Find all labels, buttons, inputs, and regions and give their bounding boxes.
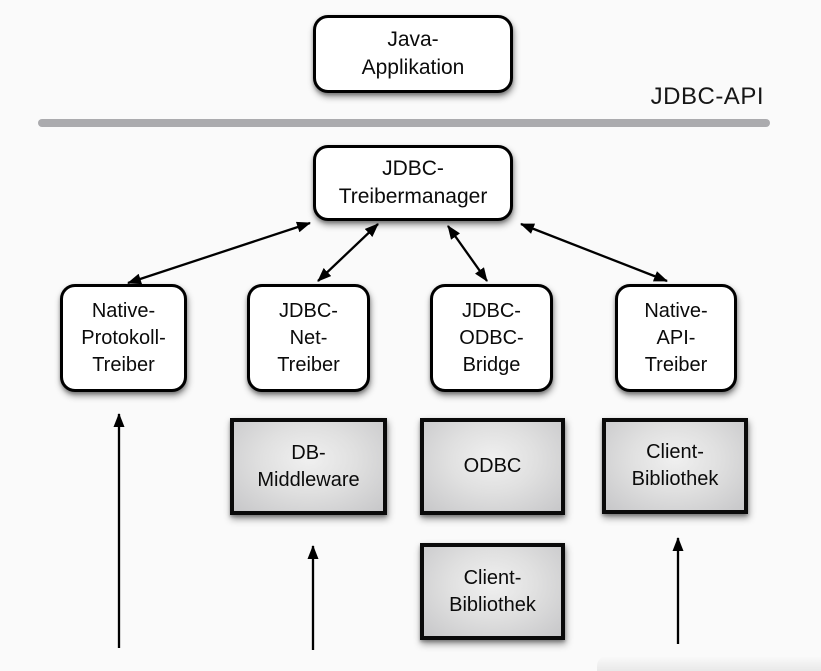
node-java-applikation: Java- Applikation	[313, 15, 513, 93]
jdbc-api-label: JDBC-API	[650, 83, 764, 110]
node-label-line: API-	[656, 326, 696, 349]
node-label-line: JDBC-	[462, 299, 521, 322]
node-label-line: Treiber	[277, 353, 340, 376]
node-label-line: Middleware	[257, 468, 360, 491]
node-native-protokoll-treiber: Native- Protokoll- Treiber	[60, 284, 187, 392]
arrow-treibermanager-to-jdbc-odbc	[447, 225, 488, 282]
node-jdbc-net-treiber: JDBC- Net- Treiber	[247, 284, 370, 392]
node-odbc: ODBC	[420, 418, 565, 515]
node-label-line: Client-	[646, 441, 704, 463]
node-native-api-treiber: Native- API- Treiber	[615, 284, 737, 392]
node-label-line: ODBC	[463, 455, 522, 477]
node-label-line: Treibermanager	[338, 185, 488, 208]
node-db-middleware: DB- Middleware	[230, 418, 387, 515]
node-label-line: Java-	[387, 28, 439, 51]
node-client-bibliothek-api: Client- Bibliothek	[602, 418, 748, 514]
arrow-treibermanager-to-jdbc-net	[317, 223, 379, 282]
node-label-line: Bibliothek	[631, 468, 719, 490]
node-client-bibliothek-odbc: Client- Bibliothek	[420, 543, 565, 640]
arrow-treibermanager-to-native-api	[520, 222, 668, 283]
node-label-line: Net-	[289, 326, 328, 349]
node-label-line: JDBC-	[279, 299, 338, 322]
arrow-treibermanager-to-native-protokoll	[127, 221, 311, 285]
node-jdbc-treibermanager: JDBC- Treibermanager	[313, 145, 513, 221]
node-label-line: Native-	[91, 299, 156, 322]
node-label-line: Applikation	[361, 56, 465, 79]
cutoff-box-shadow-hint	[597, 656, 821, 671]
node-jdbc-odbc-bridge: JDBC- ODBC- Bridge	[430, 284, 553, 392]
node-label-line: ODBC-	[459, 326, 524, 349]
node-label-line: Bridge	[462, 353, 521, 376]
node-label-line: Protokoll-	[81, 326, 166, 349]
node-label-line: DB-	[291, 441, 326, 464]
jdbc-api-divider-line	[38, 119, 770, 127]
node-label-line: JDBC-	[382, 157, 444, 180]
node-label-line: Treiber	[644, 353, 708, 376]
node-label-line: Treiber	[92, 353, 155, 376]
node-label-line: Native-	[644, 299, 708, 322]
node-label-line: Client-	[463, 566, 522, 589]
node-label-line: Bibliothek	[449, 593, 536, 616]
